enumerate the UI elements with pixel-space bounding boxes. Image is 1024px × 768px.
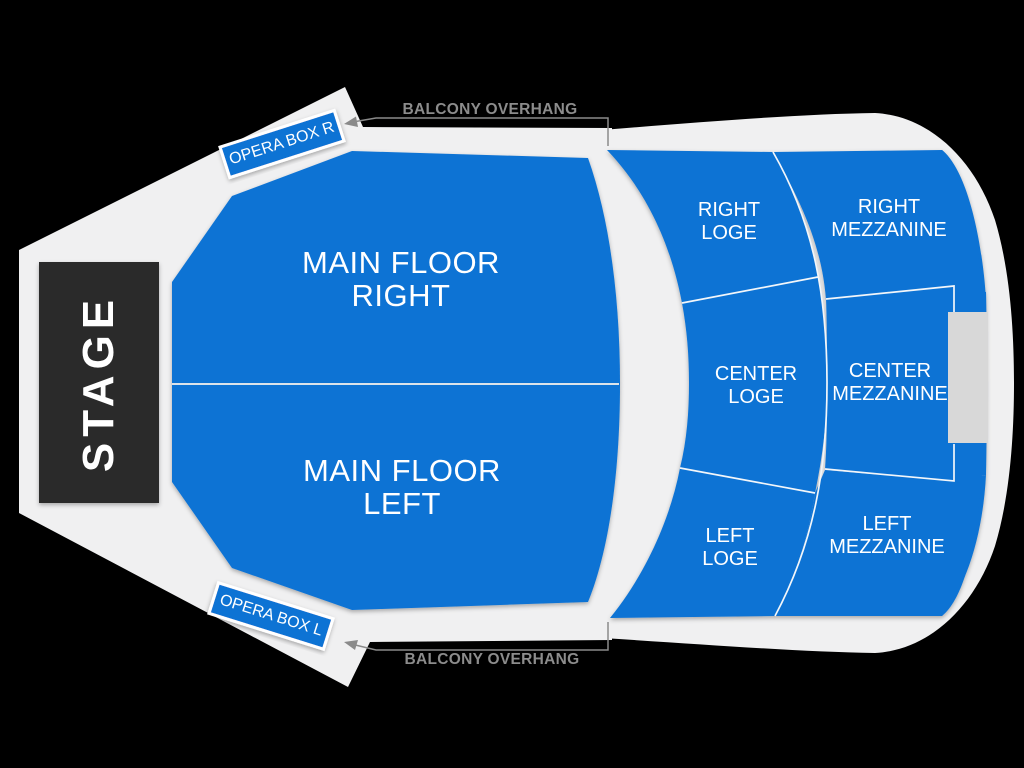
- balcony-overhang-bottom-line: [346, 622, 609, 651]
- section-opera-box-r[interactable]: [218, 108, 346, 180]
- section-left-loge[interactable]: [610, 468, 815, 618]
- balcony-overhang-top-line: [346, 117, 609, 146]
- section-opera-box-l[interactable]: [207, 580, 335, 652]
- balcony-overhang-bottom-arrow: [344, 640, 358, 650]
- section-right-loge[interactable]: [607, 150, 818, 303]
- divider-center-left-loge: [679, 467, 816, 494]
- tech-booth: [948, 312, 988, 443]
- divider-right-center-mezzanine: [825, 285, 955, 313]
- divider-loge-mezzanine: [772, 151, 828, 617]
- divider-right-center-loge: [681, 276, 819, 304]
- stage-block: [39, 262, 159, 503]
- divider-center-left-mezzanine: [824, 444, 955, 482]
- balcony-overhang-top-arrow: [344, 116, 358, 127]
- section-center-loge[interactable]: [680, 277, 827, 493]
- section-main-floor-right[interactable]: [172, 151, 620, 384]
- balcony-dividers: [679, 151, 955, 617]
- section-main-floor-left[interactable]: [172, 384, 620, 610]
